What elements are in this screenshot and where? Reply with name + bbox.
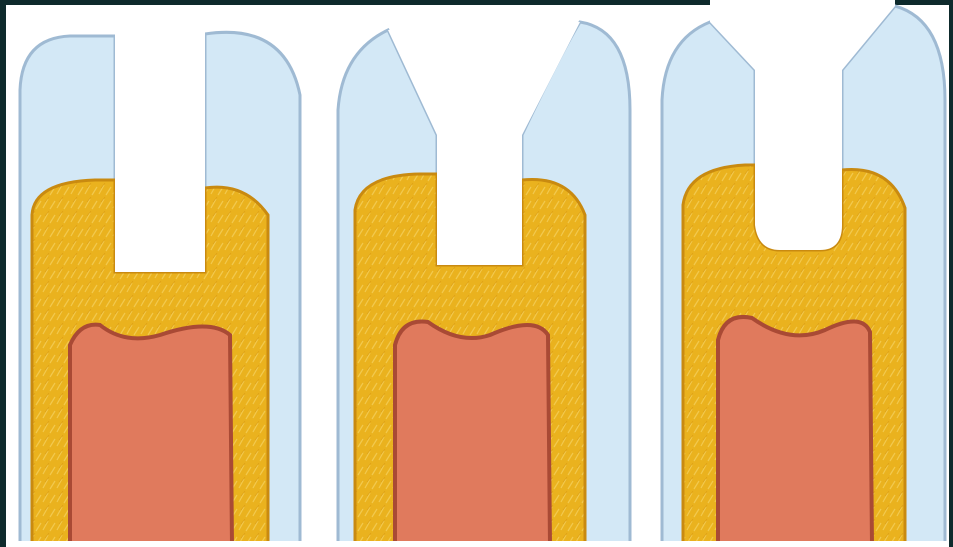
tooth-1-cavity bbox=[115, 20, 205, 272]
tooth-3-pulp bbox=[718, 317, 872, 545]
tooth-3 bbox=[662, 0, 945, 545]
tooth-2-pulp bbox=[395, 321, 550, 545]
base-line bbox=[18, 541, 948, 547]
tooth-2 bbox=[338, 22, 630, 545]
tooth-1 bbox=[20, 20, 300, 545]
tooth-1-pulp bbox=[70, 325, 232, 545]
